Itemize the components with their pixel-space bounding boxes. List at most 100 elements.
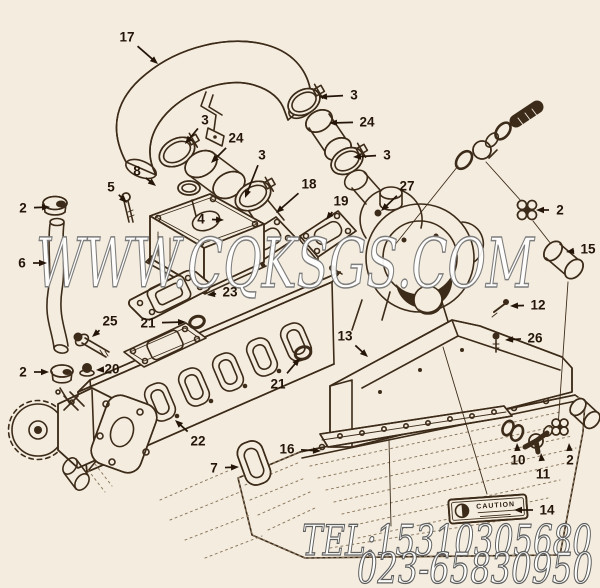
callout-arrowhead-21-18 xyxy=(177,319,186,326)
callout-label-17-0: 17 xyxy=(119,30,134,45)
callout-arrowhead-5-8 xyxy=(119,195,127,203)
callout-arrowhead-22-26 xyxy=(175,420,184,428)
air-inlet-housing-drawing xyxy=(145,193,267,295)
callout-leader-3-4 xyxy=(188,127,199,140)
callout-leader-27-13 xyxy=(384,195,398,208)
callout-label-19-12: 19 xyxy=(333,194,348,209)
callout-label-14-32: 14 xyxy=(539,503,555,518)
callout-label-11-30: 11 xyxy=(536,467,551,482)
callout-arrowhead-12-20 xyxy=(510,302,519,309)
callout-leader-18-11 xyxy=(279,192,300,210)
callout-label-3-1: 3 xyxy=(350,88,358,103)
callout-arrowhead-4-10 xyxy=(215,216,224,223)
callout-label-2-23: 2 xyxy=(19,365,27,380)
callout-label-15-15: 15 xyxy=(580,242,596,257)
callout-label-21-25: 21 xyxy=(270,377,286,392)
callout-arrowhead-13-21 xyxy=(359,349,368,357)
callout-label-16-28: 16 xyxy=(279,442,295,457)
callout-leader-3-6 xyxy=(246,164,259,193)
callout-label-21-18: 21 xyxy=(140,316,156,331)
callout-label-2-9: 2 xyxy=(19,201,27,216)
callout-label-24-2: 24 xyxy=(359,115,375,130)
callout-arrowhead-3-4 xyxy=(185,135,193,144)
callout-arrowhead-3-1 xyxy=(319,93,328,100)
callout-label-3-3: 3 xyxy=(383,148,391,163)
leader-lines xyxy=(388,281,569,527)
end-gasket-drawing xyxy=(236,440,272,486)
lower-fitting-group-drawing xyxy=(501,397,600,455)
callout-arrowhead-24-5 xyxy=(211,155,219,163)
callout-label-3-4: 3 xyxy=(201,113,209,128)
callout-label-2-14: 2 xyxy=(556,203,564,218)
callout-arrowhead-3-3 xyxy=(353,153,362,160)
turbocharger-drawing xyxy=(343,169,485,331)
hose-15-drawing xyxy=(543,240,584,280)
callout-label-24-5: 24 xyxy=(228,131,244,146)
callout-label-12-20: 12 xyxy=(530,298,545,313)
elbow-gasket-drawing xyxy=(195,210,357,275)
callout-arrowhead-7-27 xyxy=(230,464,239,471)
callout-label-23-17: 23 xyxy=(222,285,238,300)
callout-arrowhead-6-16 xyxy=(39,259,47,267)
watermark-phone-2: 023-65830950 xyxy=(357,544,593,588)
callout-arrowhead-15-15 xyxy=(566,247,575,255)
watermark-phone-1: TEL:15310305680 xyxy=(302,516,592,565)
callout-label-7-27: 7 xyxy=(210,461,218,476)
callout-arrowhead-23-17 xyxy=(207,290,216,298)
screw-26-drawing xyxy=(492,332,500,353)
upper-fitting-chain-drawing xyxy=(393,100,584,280)
callout-arrowhead-17-0 xyxy=(149,56,158,64)
right-hose-clamps-drawing xyxy=(287,83,369,176)
caution-title: CAUTION xyxy=(476,501,515,511)
callout-arrowhead-18-11 xyxy=(276,205,285,213)
callout-label-3-6: 3 xyxy=(258,148,266,163)
callout-label-5-8: 5 xyxy=(107,180,115,195)
manifold-mounting-pad xyxy=(123,322,207,368)
callout-label-27-13: 27 xyxy=(399,179,414,194)
callout-label-6-16: 6 xyxy=(18,256,26,271)
callout-arrowhead-2-23 xyxy=(41,368,49,376)
callout-arrowhead-8-7 xyxy=(147,178,156,186)
callout-leader-3-3 xyxy=(358,154,377,158)
callout-arrowhead-27-13 xyxy=(381,203,389,211)
callout-label-13-21: 13 xyxy=(337,329,353,344)
callout-arrowhead-16-28 xyxy=(312,447,321,454)
lower-cap-nut-bolt-drawing xyxy=(50,332,110,384)
callout-label-26-22: 26 xyxy=(527,331,543,346)
breather-cap-top-drawing xyxy=(42,195,68,216)
callout-leader-3-1 xyxy=(324,94,344,98)
callout-arrowhead-2-31 xyxy=(566,443,573,452)
callout-label-18-11: 18 xyxy=(301,177,317,192)
callout-label-4-10: 4 xyxy=(197,212,205,227)
water-pump-drawing xyxy=(7,387,158,493)
callout-arrowhead-24-2 xyxy=(329,119,338,126)
callout-leader-17-0 xyxy=(136,45,155,61)
callout-arrowhead-26-22 xyxy=(505,336,514,343)
callout-arrowhead-21-25 xyxy=(292,358,300,367)
screw-12-drawing xyxy=(491,299,509,318)
callout-arrowhead-14-32 xyxy=(514,506,522,514)
callout-leader-24-5 xyxy=(214,147,227,160)
callout-label-20-24: 20 xyxy=(104,362,119,377)
housing-gasket-drawing xyxy=(128,269,211,330)
caution-plate: CAUTION xyxy=(447,493,529,525)
callout-arrowhead-10-29 xyxy=(514,443,521,452)
callout-arrowhead-2-9 xyxy=(41,204,50,211)
breather-hose-drawing xyxy=(46,217,69,354)
callout-arrowhead-11-30 xyxy=(538,453,545,462)
left-hose-clamps-drawing xyxy=(158,132,276,212)
callout-label-2-31: 2 xyxy=(566,453,574,468)
callout-arrowhead-2-14 xyxy=(536,206,544,214)
callout-label-10-29: 10 xyxy=(510,453,525,468)
plug-2-upper-drawing xyxy=(516,199,538,221)
callout-leader-21-25 xyxy=(286,362,297,374)
callout-arrowhead-25-19 xyxy=(92,329,101,337)
callout-label-22-26: 22 xyxy=(190,434,205,449)
watermark-center: WWW.CQKSGS.COM xyxy=(36,225,536,304)
callout-arrowhead-3-6 xyxy=(244,189,251,198)
callout-label-25-19: 25 xyxy=(102,314,118,329)
plug-2-lower-drawing xyxy=(551,418,569,436)
